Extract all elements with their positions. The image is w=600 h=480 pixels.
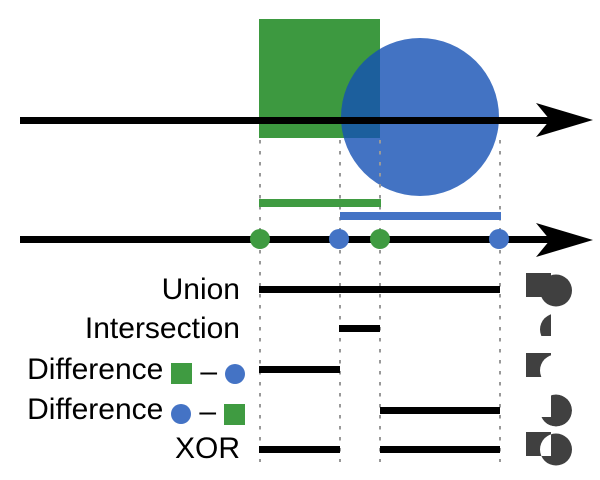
interval-segment — [380, 406, 500, 414]
intersection-label-text: Intersection — [84, 311, 240, 345]
xor-result-icon — [526, 432, 572, 466]
green-interval-bar — [259, 199, 381, 207]
blue-circle-icon — [225, 363, 245, 384]
intersection-result-icon — [540, 313, 551, 336]
blue-endpoint-dot — [489, 229, 509, 249]
difference-green-blue-row-line — [0, 366, 600, 373]
green-square-icon — [171, 363, 193, 384]
difference-label-text: Difference — [27, 352, 164, 386]
minus-sign: – — [199, 395, 216, 428]
interval-segment — [259, 286, 500, 293]
interval-segment — [259, 366, 340, 373]
intersection-row-line — [0, 325, 600, 332]
union-result-icon — [526, 272, 572, 306]
intersection-label: Intersection — [85, 312, 240, 346]
difference-blue-green-row-line — [0, 406, 600, 414]
blue-endpoint-dot — [329, 229, 349, 249]
number-line-arrowhead-icon — [536, 222, 593, 257]
green-endpoint-dot — [250, 229, 270, 249]
number-line-axis — [20, 236, 555, 243]
blue-interval-bar — [340, 212, 501, 220]
interval-segment — [259, 445, 340, 453]
top-axis-arrowhead-icon — [536, 103, 593, 137]
xor-label-text: XOR — [174, 432, 240, 465]
minus-sign: – — [200, 354, 217, 388]
dotted-guide-line — [338, 140, 341, 462]
green-endpoint-dot — [370, 229, 390, 249]
difference-label-text: Difference — [27, 393, 164, 426]
union-label-text: Union — [161, 272, 240, 306]
dotted-guide-line — [498, 140, 501, 462]
union-label: Union — [162, 273, 240, 307]
interval-segment — [380, 445, 500, 453]
xor-row-line — [0, 445, 600, 453]
difference-circle-minus-square-result-icon — [540, 394, 572, 427]
xor-label: XOR — [175, 432, 240, 466]
difference-green-blue-label: Difference – — [27, 351, 245, 389]
difference-blue-green-label: Difference – — [27, 391, 245, 429]
union-row-line — [0, 286, 600, 293]
blue-circle-icon — [171, 404, 192, 424]
difference-square-minus-circle-result-icon — [526, 352, 551, 377]
green-square-icon — [224, 403, 245, 425]
dotted-guide-line — [378, 140, 381, 462]
dotted-guide-line — [258, 140, 261, 462]
top-axis-line — [20, 116, 555, 124]
interval-segment — [339, 325, 380, 332]
